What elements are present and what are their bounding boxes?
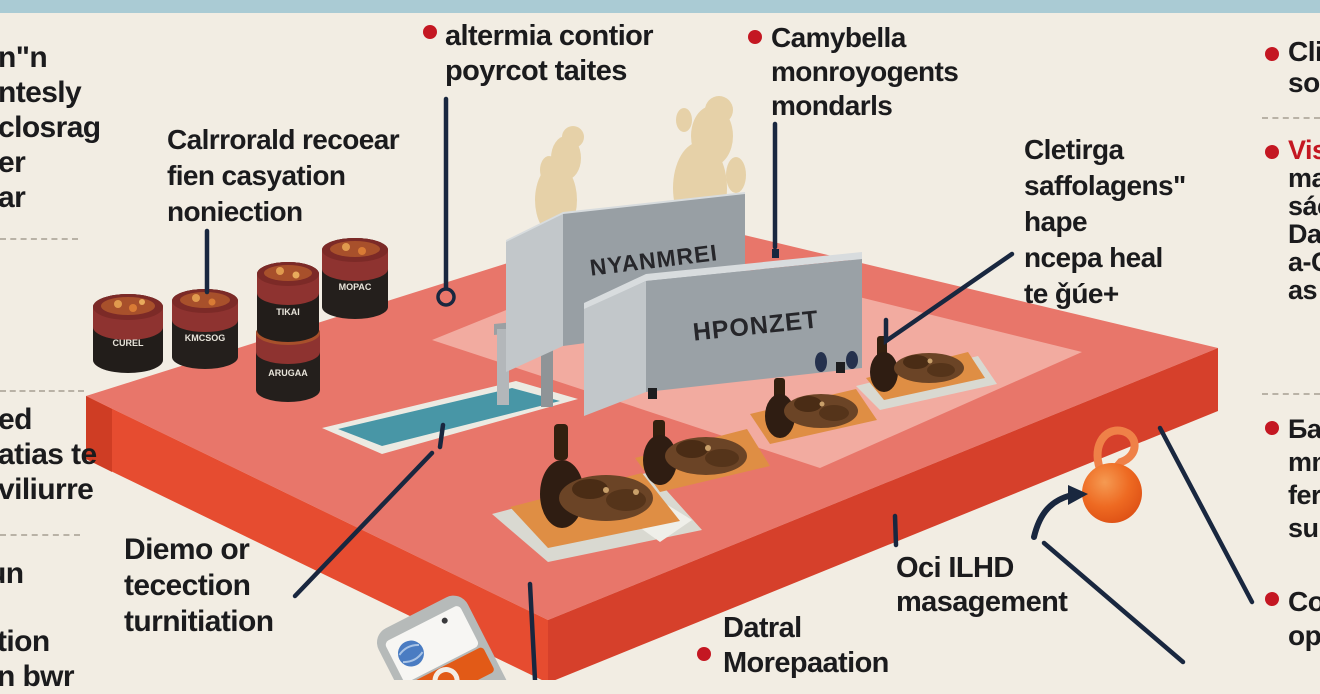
leader-right-long: [1157, 425, 1255, 605]
oci-label: Oci ILHD masagement: [896, 552, 1068, 618]
left-low-fragment: un: [0, 557, 24, 590]
leader-smoke-ring: [436, 287, 456, 307]
diemo-label: Diemo or tecection turnitiation: [124, 533, 274, 638]
leader-oci: [892, 513, 899, 548]
barrels-label: Calrrorald recoear fien casyation noniec…: [167, 124, 400, 227]
leader-scaffold: [883, 251, 1015, 346]
bullet-icon: [697, 647, 711, 661]
bullet-icon: [1265, 47, 1279, 61]
bullet-icon: [1265, 145, 1279, 159]
spice-barrels: CUREL KMCSOG ARUGAA TIKAI MOPAC: [93, 238, 388, 402]
barrel-label: TIKAI: [276, 307, 300, 317]
bullet-icon: [423, 25, 437, 39]
datral-label: Datral Morepaation: [723, 612, 889, 679]
barrel-label: MOPAC: [339, 282, 372, 292]
leader-datral: [527, 581, 538, 680]
left-mid-fragment: ed atias te viliurre: [0, 403, 97, 506]
top-left-fragment: n"n ntesly closrag er ar: [0, 41, 101, 214]
building-front: HPONZET: [584, 252, 862, 416]
smoke-label: altermia contior poyrcot taites: [445, 20, 654, 87]
barrel-label: CUREL: [113, 338, 145, 348]
highlight-line: Vis: [1288, 135, 1320, 165]
divider: [1262, 393, 1320, 395]
ring-icon: [432, 667, 460, 680]
top-blue-strip: [0, 0, 1320, 13]
divider: [0, 390, 84, 392]
right-group-4: Co op: [1288, 586, 1320, 651]
right-group-1: Cli so: [1288, 36, 1320, 98]
leader-pool: [292, 450, 435, 599]
right-group-3: Ба mm fer su: [1288, 414, 1320, 543]
globe-icon: [397, 640, 424, 667]
right-group-2: Vis ma sáç Da a-C as: [1288, 136, 1320, 304]
leader-pool-tick: [437, 422, 446, 450]
question-ball: [1082, 426, 1142, 523]
walkway-marks: [815, 351, 858, 372]
building-label: Camybella monroyogents mondarls: [771, 22, 959, 121]
barrel-label: KMCSOG: [185, 333, 226, 343]
arrowhead: [1068, 485, 1088, 505]
bullet-icon: [748, 30, 762, 44]
curved-arrow: [1031, 492, 1075, 540]
divider: [1262, 117, 1320, 119]
left-bottom-fragment: tion n bwr: [0, 625, 75, 693]
food-stations: [492, 336, 997, 562]
scaffold-label: Cletirga saffolagens" hape ncepa heal te…: [1024, 134, 1186, 309]
divider: [0, 238, 78, 240]
leader-lines: [204, 96, 1255, 680]
leader-bottom-right: [1041, 540, 1186, 665]
divider: [0, 534, 80, 536]
bullet-icon: [1265, 592, 1279, 606]
barrel-label: ARUGAA: [268, 368, 308, 378]
isometric-illustration: NYANMREI HPONZET CUREL KMCSOG ARUG: [86, 96, 1255, 680]
bullet-icon: [1265, 421, 1279, 435]
